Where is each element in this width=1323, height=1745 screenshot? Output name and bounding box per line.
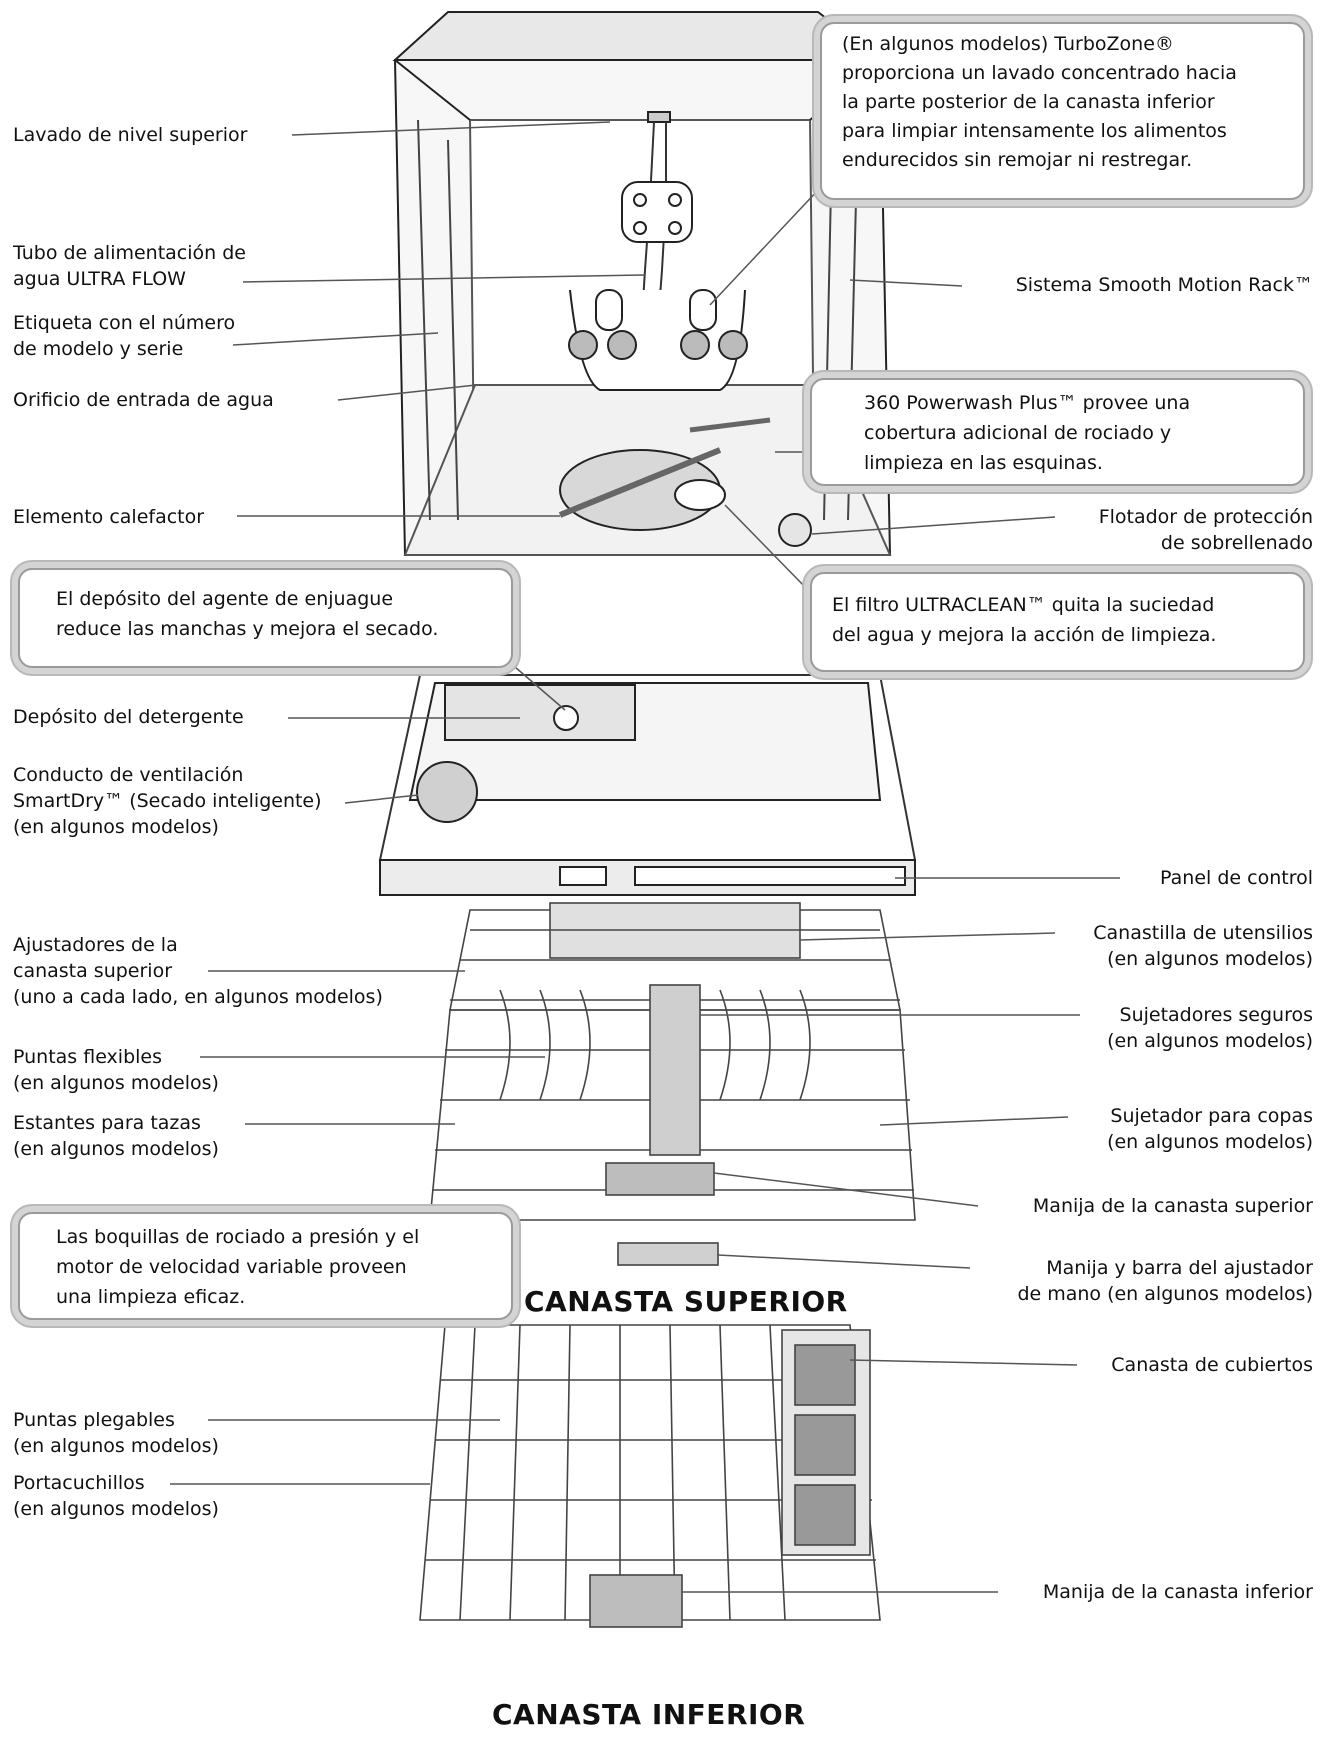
- lower-spray-arm: [558, 447, 722, 518]
- callout-powerwash: 360 Powerwash Plus™ provee una cobertura…: [810, 378, 1305, 486]
- label-sujetadores-seguros: Sujetadores seguros (en algunos modelos): [1107, 1004, 1313, 1052]
- top-wash-nozzle: [647, 111, 671, 123]
- label-ajustadores: Ajustadores de la canasta superior (uno …: [13, 934, 383, 1008]
- callout-turbozone: (En algunos modelos) TurboZone® proporci…: [820, 22, 1305, 200]
- label-manija-inferior: Manija de la canasta inferior: [1042, 1581, 1313, 1603]
- rinse-aid-cap: [553, 705, 579, 731]
- upper-spray-hub: [621, 181, 693, 243]
- label-flotador: Flotador de protección de sobrellenado: [1098, 506, 1313, 554]
- label-canastilla-utensilios: Canastilla de utensilios (en algunos mod…: [1093, 922, 1313, 970]
- adjuster-handle: [617, 1242, 719, 1266]
- lower-rack: [419, 1324, 881, 1628]
- callout-ultraclean: El filtro ULTRACLEAN™ quita la suciedad …: [810, 572, 1305, 672]
- label-conducto-ventilacion: Conducto de ventilación SmartDry™ (Secad…: [13, 764, 322, 838]
- label-puntas-flexibles: Puntas flexibles (en algunos modelos): [13, 1046, 219, 1094]
- left-rack-rail: [417, 119, 459, 521]
- ultraclean-filter: [674, 479, 726, 511]
- smartdry-vent: [416, 761, 478, 823]
- overfill-float: [778, 513, 812, 547]
- spray-jet-4: [718, 330, 748, 360]
- title-canasta-superior: CANASTA SUPERIOR: [524, 1285, 848, 1318]
- label-panel-control: Panel de control: [1160, 867, 1313, 889]
- upper-rack-handle: [605, 1162, 715, 1196]
- label-portacuchillos: Portacuchillos (en algunos modelos): [13, 1472, 219, 1520]
- leader-lines: [170, 121, 1120, 1593]
- label-elemento-calefactor: Elemento calefactor: [13, 506, 205, 528]
- label-manija-barra-ajustador: Manija y barra del ajustador de mano (en…: [1017, 1257, 1313, 1305]
- label-estantes-tazas: Estantes para tazas (en algunos modelos): [13, 1112, 219, 1160]
- label-manija-superior: Manija de la canasta superior: [1032, 1195, 1313, 1217]
- powerwash-arm: [689, 417, 771, 433]
- label-canasta-cubiertos: Canasta de cubiertos: [1111, 1354, 1313, 1376]
- title-canasta-inferior: CANASTA INFERIOR: [492, 1698, 806, 1731]
- upper-rack: [429, 902, 916, 1266]
- callout-boquillas: Las boquillas de rociado a presión y el …: [18, 1212, 513, 1320]
- lower-rack-handle: [589, 1574, 683, 1628]
- secure-clips: [649, 984, 701, 1156]
- label-sistema-smooth: Sistema Smooth Motion Rack™: [1015, 274, 1313, 296]
- spray-jet-1: [568, 330, 598, 360]
- label-etiqueta-modelo: Etiqueta con el número de modelo y serie: [13, 312, 236, 360]
- label-orificio-entrada: Orificio de entrada de agua: [13, 389, 274, 411]
- detergent-dispenser-box: [444, 684, 636, 741]
- spray-jet-3: [680, 330, 710, 360]
- label-deposito-detergente: Depósito del detergente: [13, 706, 244, 728]
- label-puntas-plegables: Puntas plegables (en algunos modelos): [13, 1409, 219, 1457]
- label-sujetador-copas: Sujetador para copas (en algunos modelos…: [1107, 1105, 1313, 1153]
- callout-enjuague: El depósito del agente de enjuague reduc…: [18, 568, 513, 668]
- tub-top-panel: [392, 11, 883, 61]
- spray-jet-2: [607, 330, 637, 360]
- label-tubo-alimentacion: Tubo de alimentación de agua ULTRA FLOW: [13, 242, 246, 290]
- label-lavado-nivel-superior: Lavado de nivel superior: [13, 124, 248, 146]
